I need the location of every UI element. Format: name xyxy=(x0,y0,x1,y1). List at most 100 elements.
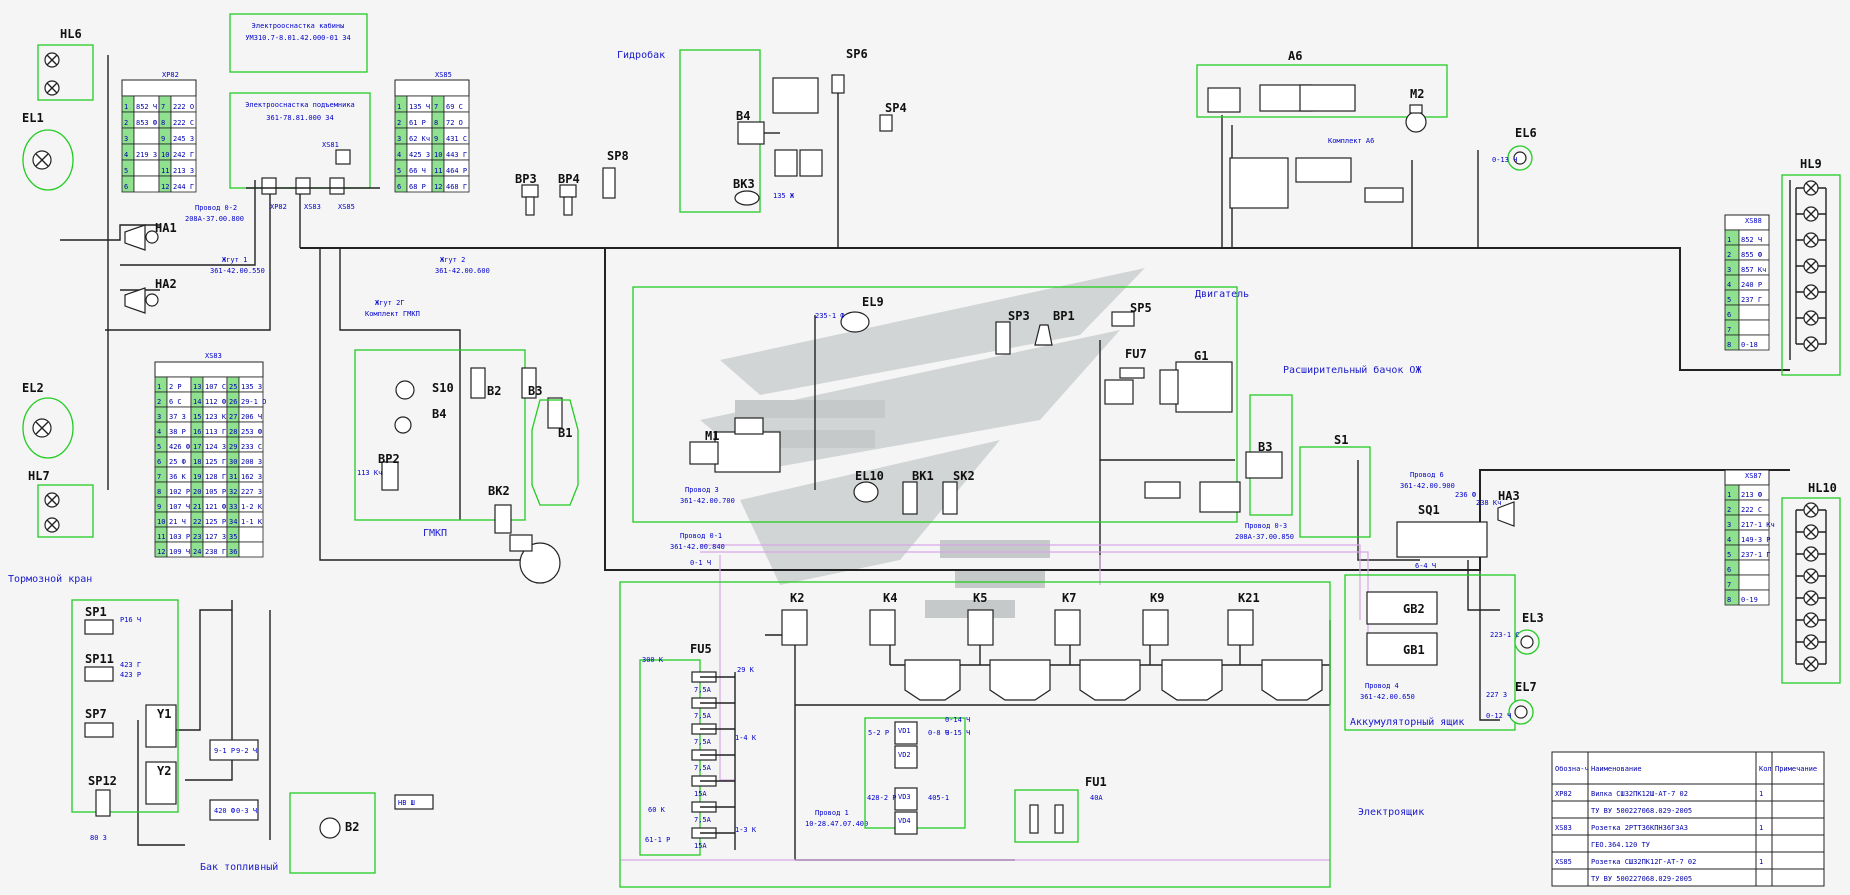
svg-text:423 Р: 423 Р xyxy=(120,671,141,679)
elec-frame-num: 361-78.81.000 34 xyxy=(266,114,333,122)
table-cell: 103 Р xyxy=(169,533,190,541)
horn-icon xyxy=(1497,501,1515,527)
table-cell: 32 xyxy=(229,488,237,496)
parts-cell: ТУ ВУ 500227068.029-2005 xyxy=(1591,807,1692,815)
motor-icon xyxy=(689,417,781,473)
sk2-label: SK2 xyxy=(953,469,975,483)
lamp-icon xyxy=(1803,284,1819,300)
table-cell: 0-19 xyxy=(1741,596,1758,604)
el2-label: EL2 xyxy=(22,381,44,395)
hl9-column xyxy=(1795,180,1827,352)
svg-text:6-4 Ч: 6-4 Ч xyxy=(1415,562,1436,570)
svg-text:235-1 Ф: 235-1 Ф xyxy=(815,312,845,320)
table-cell: 237-1 Г xyxy=(1741,551,1771,559)
b4-top-label: B4 xyxy=(736,109,750,123)
table-cell: 107 С xyxy=(205,383,226,391)
lamp-icon xyxy=(1803,336,1819,352)
table-cell: 11 xyxy=(161,167,169,175)
svg-text:0-13 Ч: 0-13 Ч xyxy=(1492,156,1517,164)
fu5-label: FU5 xyxy=(690,642,712,656)
fuse-rating: 15А xyxy=(694,790,707,798)
xs83-connector: XS83 xyxy=(304,203,321,211)
lamp-icon xyxy=(44,80,60,96)
relay-icon xyxy=(904,659,961,701)
svg-text:238 Кч: 238 Кч xyxy=(1476,499,1501,507)
harness1-label: Жгут 1 xyxy=(222,256,247,264)
fuse-icon xyxy=(1029,804,1064,834)
parts-header: Кол xyxy=(1759,765,1772,773)
gmkp-label: ГМКП xyxy=(423,528,447,539)
table-cell: 15 xyxy=(193,413,201,421)
wire1-num: 10-28.47.07.400 xyxy=(805,820,868,828)
table-cell: 2 xyxy=(124,119,128,127)
table-cell: 24 xyxy=(193,548,201,556)
table-cell: 242 Г xyxy=(173,151,194,159)
table-cell: 10 xyxy=(434,151,442,159)
vd1-label: VD1 xyxy=(898,727,911,735)
battery-icon xyxy=(1366,632,1438,666)
svg-text:0-12 Ч: 0-12 Ч xyxy=(1486,712,1511,720)
table-cell: 2 Р xyxy=(169,383,182,391)
horn-icon xyxy=(124,287,159,314)
k7-label: K7 xyxy=(1062,591,1076,605)
parts-cell: 1 xyxy=(1759,824,1763,832)
svg-text:1-4 К: 1-4 К xyxy=(735,734,757,742)
wire6-label: Провод 6 xyxy=(1410,471,1444,479)
hl9-frame xyxy=(1781,174,1841,376)
gb1-label: GB1 xyxy=(1403,643,1425,657)
sp4-label: SP4 xyxy=(885,101,907,115)
parts-cell: 1 xyxy=(1759,858,1763,866)
table-cell: 6 xyxy=(157,458,161,466)
table-cell: 1 xyxy=(397,103,401,111)
svg-text:0-14 Ч: 0-14 Ч xyxy=(945,716,970,724)
svg-text:HB Ш: HB Ш xyxy=(398,799,415,807)
svg-text:9-1 Р: 9-1 Р xyxy=(214,747,235,755)
fu7-label: FU7 xyxy=(1125,347,1147,361)
harness2-num: 361-42.00.600 xyxy=(435,267,490,275)
sensor-icon xyxy=(559,184,577,216)
table-cell: 5 xyxy=(1727,551,1731,559)
sq1-label: SQ1 xyxy=(1418,503,1440,517)
table-cell: 857 Кч xyxy=(1741,266,1766,274)
relay-icon xyxy=(989,659,1051,701)
table-cell: 431 С xyxy=(446,135,467,143)
lamp-icon xyxy=(32,418,52,438)
fuse-rating: 7,5А xyxy=(694,686,712,694)
table-cell: 10 xyxy=(161,151,169,159)
table-cell: 3 xyxy=(1727,266,1731,274)
table-cell: 12 xyxy=(161,183,169,191)
xp82-title: XP82 xyxy=(162,71,179,79)
lamp-icon xyxy=(840,311,870,333)
table-cell: 29-1 О xyxy=(241,398,266,406)
table-cell: 112 Ф xyxy=(205,398,226,406)
lamp-icon xyxy=(1803,590,1819,606)
table-cell: 1-1 К xyxy=(241,518,263,526)
motor-icon xyxy=(519,542,561,584)
table-cell: 7 xyxy=(161,103,165,111)
table-cell: 3 xyxy=(1727,521,1731,529)
table-cell: 12 xyxy=(157,548,165,556)
wire03-label: Провод 0-3 xyxy=(1245,522,1287,530)
table-cell: 9 xyxy=(161,135,165,143)
table-cell: 217-1 Кч xyxy=(1741,521,1775,529)
el9-label: EL9 xyxy=(862,295,884,309)
table-cell: 8 xyxy=(434,119,438,127)
table-cell: 852 Ч xyxy=(1741,236,1762,244)
parts-cell: XP82 xyxy=(1555,790,1572,798)
s1-frame xyxy=(1299,446,1371,538)
bk1-label: BK1 xyxy=(912,469,934,483)
svg-text:428-2 Р: 428-2 Р xyxy=(867,794,897,802)
table-cell: 245 З xyxy=(173,135,194,143)
engine-components: EL9 SP3 BP1 SP5 FU7 G1 M1 EL10 BK1 SK2 xyxy=(689,295,1241,515)
table-cell: 4 xyxy=(157,428,161,436)
sensor-icon xyxy=(1111,311,1135,327)
table-cell: 149-3 Р xyxy=(1741,536,1771,544)
lamp-icon xyxy=(1803,232,1819,248)
elec-box-label: Электроящик xyxy=(1358,807,1424,818)
fuse-icon xyxy=(1119,367,1145,379)
table-cell: 11 xyxy=(434,167,442,175)
sp1-label: SP1 xyxy=(85,605,107,619)
